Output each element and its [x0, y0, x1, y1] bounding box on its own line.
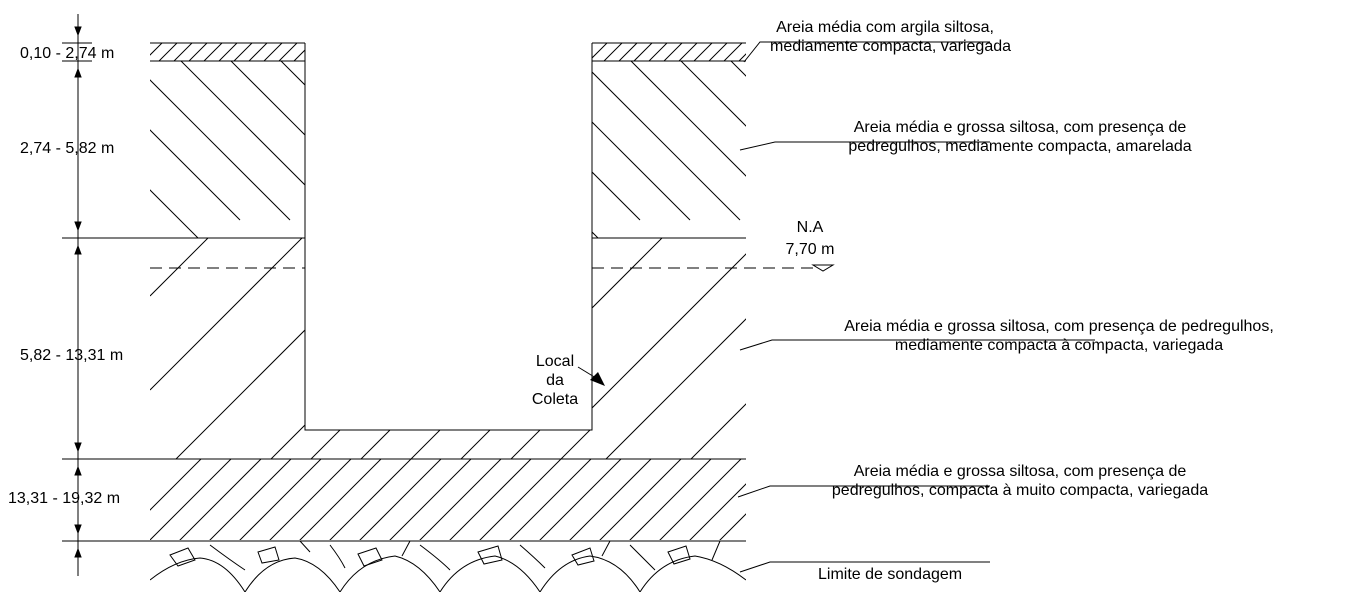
layer2-desc-line2: pedregulhos, mediamente compacta, amarel…	[848, 138, 1192, 155]
depth-label-layer1: 0,10 - 2,74 m	[20, 45, 115, 62]
leader-limit	[739, 561, 990, 573]
layer3-hatch-bottom	[310, 430, 591, 459]
layer1-description: Areia média com argila siltosa, mediamen…	[770, 18, 1012, 56]
bedrock-pattern	[150, 541, 746, 592]
depth-label-layer3: 5,82 - 13,31 m	[20, 347, 124, 364]
depth-label-layer2: 2,74 - 5,82 m	[20, 140, 115, 157]
water-table-marker-icon	[811, 264, 835, 272]
excavation-pit-outline	[304, 43, 593, 431]
layer3-hatch-right	[592, 238, 746, 459]
sample-label-line1: Local	[535, 353, 575, 370]
layer3-hatch-left	[150, 238, 305, 459]
sample-leader	[577, 366, 597, 379]
leader-layer1	[743, 41, 990, 63]
sample-location-label: Local da Coleta	[520, 352, 590, 409]
layer1-desc-line2: mediamente compacta, variegada	[770, 38, 1012, 55]
layer3-desc-line2: mediamente compacta à compacta, variegad…	[894, 337, 1224, 354]
layer1-hatch-right	[592, 43, 746, 61]
water-table-label: N.A	[796, 219, 824, 236]
layer4-hatch	[150, 459, 746, 540]
layer4-desc-line1: Areia média e grossa siltosa, com presen…	[853, 463, 1187, 480]
survey-limit-label: Limite de sondagem	[818, 566, 963, 583]
depth-arrow-icons	[74, 26, 82, 558]
layer1-desc-line1: Areia média com argila siltosa,	[776, 19, 994, 36]
layer2-hatch-right	[592, 61, 746, 238]
depth-ticks	[62, 42, 150, 542]
layer3-description: Areia média e grossa siltosa, com presen…	[768, 317, 1350, 355]
leader-layer3	[739, 339, 1095, 351]
layer4-description: Areia média e grossa siltosa, com presen…	[770, 462, 1270, 500]
sample-label-line3: Coleta	[531, 391, 579, 408]
layer2-description: Areia média e grossa siltosa, com presen…	[770, 118, 1270, 156]
layer2-hatch-left	[150, 61, 305, 238]
layer4-desc-line2: pedregulhos, compacta à muito compacta, …	[831, 482, 1209, 499]
layer1-hatch-left	[150, 43, 305, 61]
water-table-depth: 7,70 m	[785, 241, 835, 258]
leader-layer2	[739, 141, 990, 151]
layer3-desc-line1: Areia média e grossa siltosa, com presen…	[844, 318, 1274, 335]
sample-label-line2: da	[546, 372, 564, 389]
layer2-desc-line1: Areia média e grossa siltosa, com presen…	[853, 119, 1187, 136]
depth-label-layer4: 13,31 - 19,32 m	[8, 490, 121, 507]
sample-arrow-icon	[590, 372, 605, 386]
leader-layer4	[737, 485, 990, 498]
